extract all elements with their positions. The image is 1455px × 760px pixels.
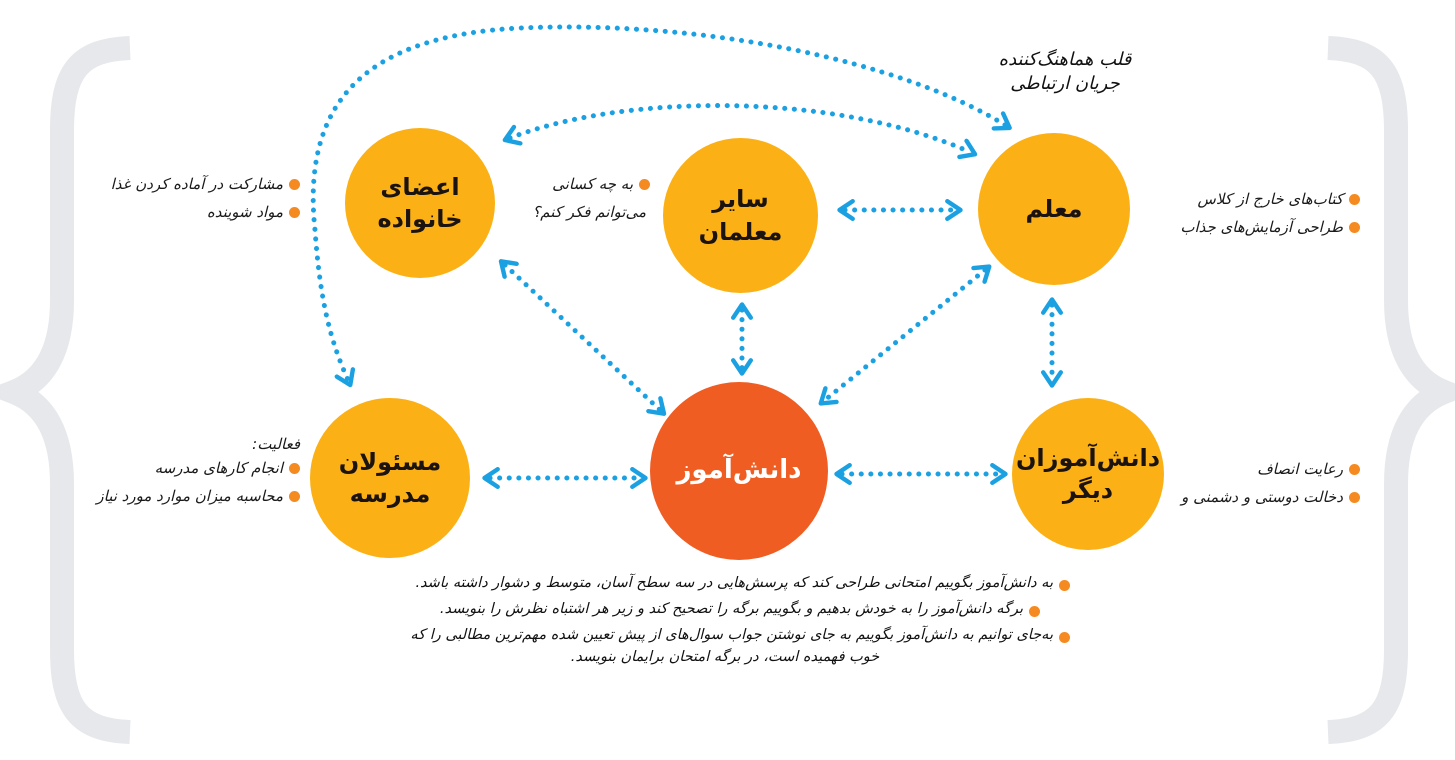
orange-dot-icon [289,490,300,502]
connector-teacher-student [818,264,992,406]
bottom-notes: به دانش‌آموز بگوییم امتحانی طراحی کند که… [380,575,1070,665]
note-item: به چه کسانی [530,175,650,193]
node-teacher: معلم [978,133,1130,285]
note-item: انجام کارهای مدرسه [70,459,300,477]
note-heading: فعالیت: [252,435,300,453]
note-item: کتاب‌های خارج از کلاس [1160,190,1360,208]
node-school-staff-label: مسئولان مدرسه [338,447,442,508]
notes-other-students: رعایت انصاف دخالت دوستی و دشمنی و [1170,460,1360,516]
orange-dot-icon [1029,606,1040,617]
note-item: مشارکت در آماده کردن غذا [70,175,300,193]
connector-family-student [498,259,667,416]
connector-teacher-school-staff [310,24,1012,388]
hub-caption-line2: جریان ارتباطی [1010,73,1120,95]
left-brace-icon [0,36,131,744]
node-teacher-label: معلم [1025,194,1083,223]
node-other-teachers-label: سایر معلمان [698,185,783,246]
node-other-teachers: سایر معلمان [663,138,818,293]
bottom-note-continuation: خوب فهمیده است، در برگه امتحان برایمان ب… [570,649,880,665]
orange-dot-icon [639,178,650,190]
notes-teacher: کتاب‌های خارج از کلاس طراحی آزمایش‌های ج… [1160,190,1360,246]
node-family: اعضای خانواده [345,128,495,278]
connector-family-teacher [502,103,978,160]
notes-family: مشارکت در آماده کردن غذا مواد شوینده [70,175,300,231]
node-school-staff: مسئولان مدرسه [310,398,470,558]
orange-dot-icon [1349,221,1360,233]
node-student-label: دانش‌آموز [676,455,802,486]
note-item: محاسبه میزان موارد مورد نیاز [70,487,300,505]
node-family-label: اعضای خانواده [377,172,463,233]
orange-dot-icon [289,206,300,218]
node-student: دانش‌آموز [650,382,828,560]
bottom-note-item: به‌جای توانیم به دانش‌آموز بگوییم به جای… [380,627,1070,643]
orange-dot-icon [1349,193,1360,205]
orange-dot-icon [1059,580,1070,591]
right-brace-icon [1327,36,1455,744]
note-item: رعایت انصاف [1170,460,1360,478]
bottom-note-item: به دانش‌آموز بگوییم امتحانی طراحی کند که… [380,575,1070,591]
node-other-students: دانش‌آموزان دیگر [1012,398,1164,550]
notes-other-teachers: به چه کسانی می‌توانم فکر کنم؟ [530,175,650,231]
note-item: طراحی آزمایش‌های جذاب [1160,218,1360,236]
note-item-continuation: می‌توانم فکر کنم؟ [532,203,646,221]
orange-dot-icon [1349,491,1360,503]
orange-dot-icon [1059,632,1070,643]
node-other-students-label: دانش‌آموزان دیگر [1015,443,1161,504]
orange-dot-icon [289,462,300,474]
hub-caption-line1: قلب هماهنگ‌کننده [998,49,1132,70]
orange-dot-icon [1349,463,1360,475]
notes-school-staff: فعالیت: انجام کارهای مدرسه محاسبه میزان … [70,435,300,515]
orange-dot-icon [289,178,300,190]
note-item: دخالت دوستی و دشمنی و [1170,488,1360,506]
hub-caption: قلب هماهنگ‌کننده جریان ارتباطی [955,48,1175,97]
bottom-note-item: برگه دانش‌آموز را به خودش بدهیم و بگوییم… [380,601,1070,617]
note-item: مواد شوینده [70,203,300,221]
